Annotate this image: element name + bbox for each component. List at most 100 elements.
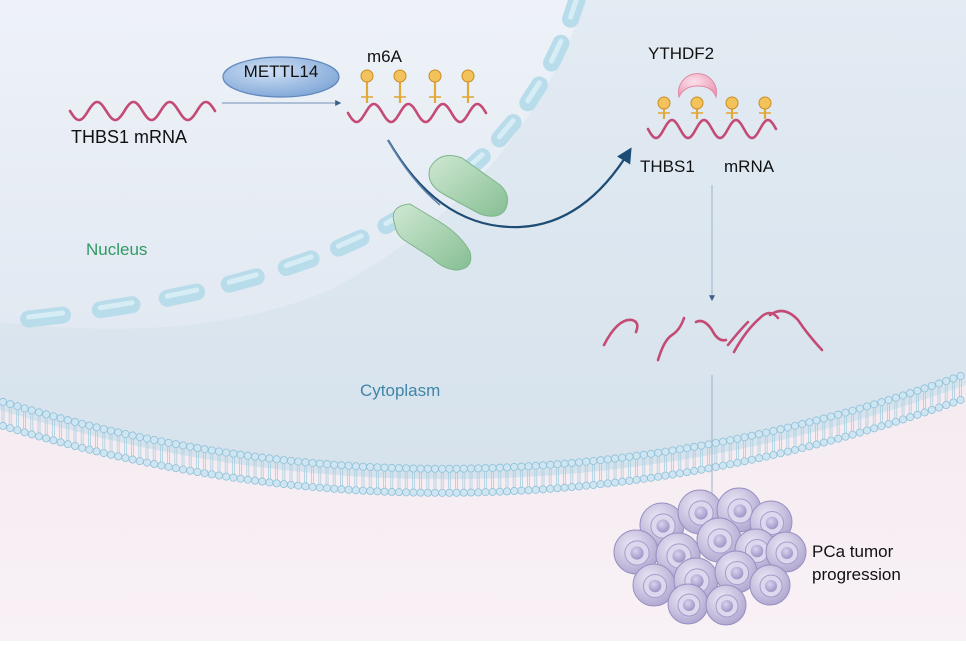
lipid-head [812, 416, 821, 425]
lipid-head [639, 474, 648, 483]
lipid-head [704, 464, 713, 473]
envelope-highlight [164, 287, 200, 299]
tumor-cell-nucleolus [694, 506, 708, 520]
lipid-head [740, 433, 749, 442]
lipid-head [402, 464, 411, 473]
tumor-cell-nucleolus [713, 534, 727, 548]
lipid-head [135, 433, 144, 442]
mrna-fragment [694, 319, 728, 342]
tumor-cell [765, 531, 807, 573]
lipid-head [877, 422, 886, 431]
tumor-cell-nucleolus [672, 549, 686, 563]
lipid-head [63, 440, 72, 449]
lipid-head [265, 454, 274, 463]
lipid-head [690, 466, 699, 475]
lipid-head [805, 442, 814, 451]
lipid-head [243, 475, 252, 484]
lipid-head [56, 438, 65, 447]
lipid-head [560, 459, 569, 468]
lipid-head [906, 413, 915, 422]
lipid-head [186, 442, 195, 451]
mrna-fragment [656, 316, 686, 362]
lipid-head [6, 424, 15, 433]
degraded-mrna-fragments [602, 309, 824, 362]
lipid-head [668, 470, 677, 479]
lipid-head [733, 434, 742, 443]
tumor-cell [714, 550, 758, 594]
lipid-head [582, 481, 591, 490]
m6a-mark [758, 96, 772, 110]
lipid-head [539, 485, 548, 494]
lipid-head [647, 449, 656, 458]
lipid-head [13, 426, 22, 435]
tumor-cell-nucleolus [690, 574, 704, 588]
envelope-highlight [525, 80, 542, 104]
lipid-head [827, 436, 836, 445]
lipid-head [330, 484, 339, 493]
lipid-head [531, 461, 540, 470]
lipid-head [474, 464, 483, 473]
lipid-head [920, 408, 929, 417]
m6a-mark [428, 69, 442, 83]
lipid-head [128, 455, 137, 464]
nuclear-pore [392, 155, 509, 271]
mrna-fragment [602, 318, 639, 347]
tumor-cell [705, 584, 747, 626]
tumor-cell-nucleolus [765, 516, 779, 530]
lipid-head [286, 480, 295, 489]
lipid-head [517, 486, 526, 495]
tumor-cell [749, 564, 791, 606]
lipid-head [344, 485, 353, 494]
lipid-head [755, 454, 764, 463]
envelope-highlight [283, 254, 314, 269]
lipid-head [726, 460, 735, 469]
lipid-head [603, 455, 612, 464]
lipid-head [769, 426, 778, 435]
cell-membrane [0, 371, 965, 497]
m6a-label: m6A [367, 47, 402, 66]
lipid-head [286, 456, 295, 465]
tumor-cell-nucleolus [683, 599, 695, 611]
lipid-head [956, 371, 965, 380]
lipid-head [229, 449, 238, 458]
m6a-mark [461, 69, 475, 83]
lipid-head [157, 461, 166, 470]
tumor-cell-cluster [613, 487, 807, 626]
tumor-cell-nucleolus [721, 600, 733, 612]
lipid-head [495, 487, 504, 496]
lipid-head [27, 406, 36, 415]
lipid-head [193, 443, 202, 452]
lipid-head [150, 460, 159, 469]
lipid-head [358, 462, 367, 471]
lipid-head [394, 488, 403, 497]
mrna-type-label: mRNA [724, 157, 775, 176]
lipid-head [935, 403, 944, 412]
lipid-head [229, 473, 238, 482]
lipid-head [834, 410, 843, 419]
lipid-head [49, 412, 58, 421]
lipid-head [459, 464, 468, 473]
lipid-head [704, 440, 713, 449]
lipid-head [35, 408, 44, 417]
lipid-head [711, 438, 720, 447]
envelope-highlight [97, 300, 135, 311]
lipid-head [776, 449, 785, 458]
lipid-head [279, 480, 288, 489]
lipid-head [121, 453, 130, 462]
lipid-head [164, 438, 173, 447]
lipid-head [697, 465, 706, 474]
lipid-head [438, 488, 447, 497]
tumor-cell-nucleolus [656, 519, 670, 533]
lipid-head [481, 488, 490, 497]
lipid-head [135, 457, 144, 466]
envelope-highlight [26, 310, 66, 320]
lipid-head [150, 436, 159, 445]
thbs1-mrna-label: THBS1 mRNA [71, 127, 188, 147]
lipid-head [481, 464, 490, 473]
lipid-head [855, 404, 864, 413]
lipid-head [236, 474, 245, 483]
lipid-head [654, 448, 663, 457]
lipid-head [315, 483, 324, 492]
lipid-head [553, 484, 562, 493]
lipid-head [510, 487, 519, 496]
